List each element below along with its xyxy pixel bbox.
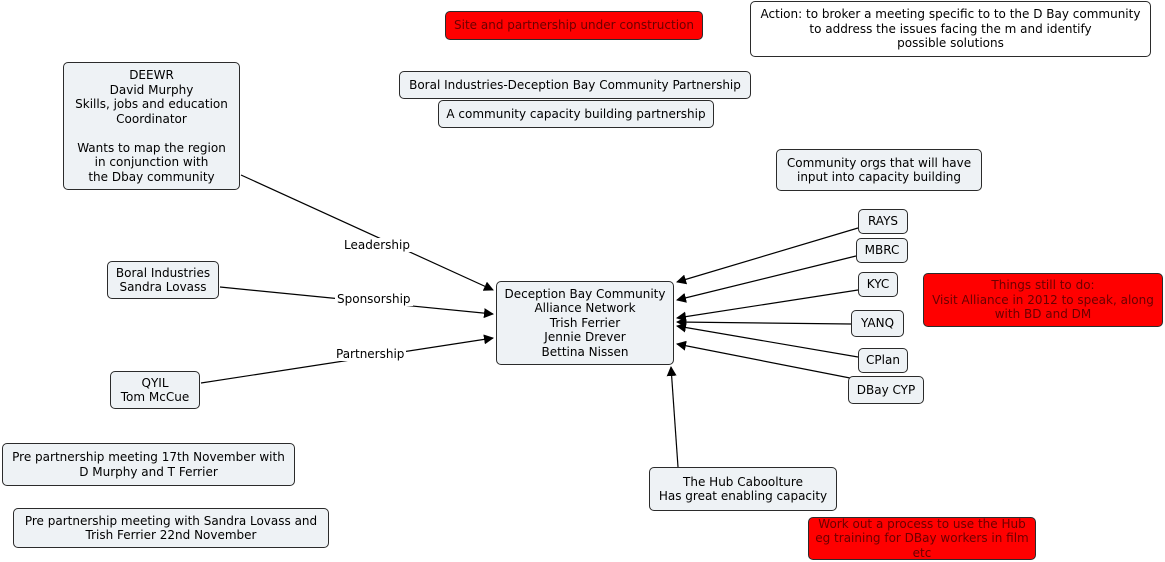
alliance-node[interactable]: Deception Bay Community Alliance Network…: [496, 281, 674, 365]
dbay-cyp-node[interactable]: DBay CYP: [848, 376, 924, 404]
qyil-text: QYIL Tom McCue: [120, 375, 190, 405]
cplan-text: CPlan: [866, 353, 900, 368]
action-node[interactable]: Action: to broker a meeting specific to …: [750, 1, 1151, 57]
site-under-construction-text: Site and partnership under construction: [454, 18, 694, 33]
mbrc-node[interactable]: MBRC: [856, 238, 908, 263]
community-orgs-node[interactable]: Community orgs that will have input into…: [776, 149, 982, 191]
cplan-node[interactable]: CPlan: [858, 348, 908, 373]
pre-meeting-nov17-node[interactable]: Pre partnership meeting 17th November wi…: [2, 443, 295, 486]
alliance-text: Deception Bay Community Alliance Network…: [504, 286, 666, 359]
edge-kyc-alliance: [676, 289, 859, 322]
capacity-subtitle-text: A community capacity building partnershi…: [446, 106, 706, 121]
boral-partnership-title-text: Boral Industries-Deception Bay Community…: [409, 77, 741, 92]
mbrc-text: MBRC: [864, 243, 900, 258]
edge-deewr-alliance: [240, 174, 494, 291]
qyil-node[interactable]: QYIL Tom McCue: [110, 371, 200, 409]
pre-meeting-nov22-text: Pre partnership meeting with Sandra Lova…: [24, 513, 318, 543]
things-to-do-text: Things still to do: Visit Alliance in 20…: [932, 278, 1154, 322]
work-out-process-node[interactable]: Work out a process to use the Hub eg tra…: [808, 517, 1036, 560]
edge-cplan-alliance: [676, 322, 859, 358]
edge-rays-alliance: [676, 227, 859, 285]
edge-yanq-alliance: [676, 317, 852, 328]
deewr-text: DEEWR David Murphy Skills, jobs and educ…: [75, 68, 228, 184]
hub-text: The Hub Caboolture Has great enabling ca…: [658, 474, 828, 504]
yanq-text: YANQ: [860, 316, 895, 331]
rays-text: RAYS: [867, 214, 899, 229]
boral-partnership-title-node[interactable]: Boral Industries-Deception Bay Community…: [399, 71, 751, 99]
partnership-link-label: Partnership: [334, 347, 407, 361]
deewr-node[interactable]: DEEWR David Murphy Skills, jobs and educ…: [63, 62, 240, 190]
kyc-node[interactable]: KYC: [858, 272, 898, 297]
capacity-subtitle-node[interactable]: A community capacity building partnershi…: [438, 100, 714, 128]
boral-sandra-text: Boral Industries Sandra Lovass: [115, 265, 211, 295]
community-orgs-text: Community orgs that will have input into…: [786, 155, 972, 185]
kyc-text: KYC: [866, 277, 890, 292]
pre-meeting-nov22-node[interactable]: Pre partnership meeting with Sandra Lova…: [13, 508, 329, 548]
hub-node[interactable]: The Hub Caboolture Has great enabling ca…: [649, 467, 837, 511]
work-out-process-text: Work out a process to use the Hub eg tra…: [815, 516, 1029, 560]
sponsorship-link-label: Sponsorship: [335, 292, 413, 306]
site-under-construction-node[interactable]: Site and partnership under construction: [445, 11, 703, 40]
edge-mbrc-alliance: [676, 255, 857, 303]
action-text: Action: to broker a meeting specific to …: [760, 7, 1141, 51]
rays-node[interactable]: RAYS: [858, 209, 908, 234]
boral-sandra-node[interactable]: Boral Industries Sandra Lovass: [107, 261, 219, 299]
edge-hub-alliance: [666, 366, 679, 468]
yanq-node[interactable]: YANQ: [851, 310, 904, 337]
edge-dbaycyp-alliance: [676, 340, 851, 379]
leadership-link-label: Leadership: [342, 238, 412, 252]
dbay-cyp-text: DBay CYP: [856, 382, 916, 397]
pre-meeting-nov17-text: Pre partnership meeting 17th November wi…: [12, 450, 285, 479]
things-to-do-node[interactable]: Things still to do: Visit Alliance in 20…: [923, 273, 1163, 327]
